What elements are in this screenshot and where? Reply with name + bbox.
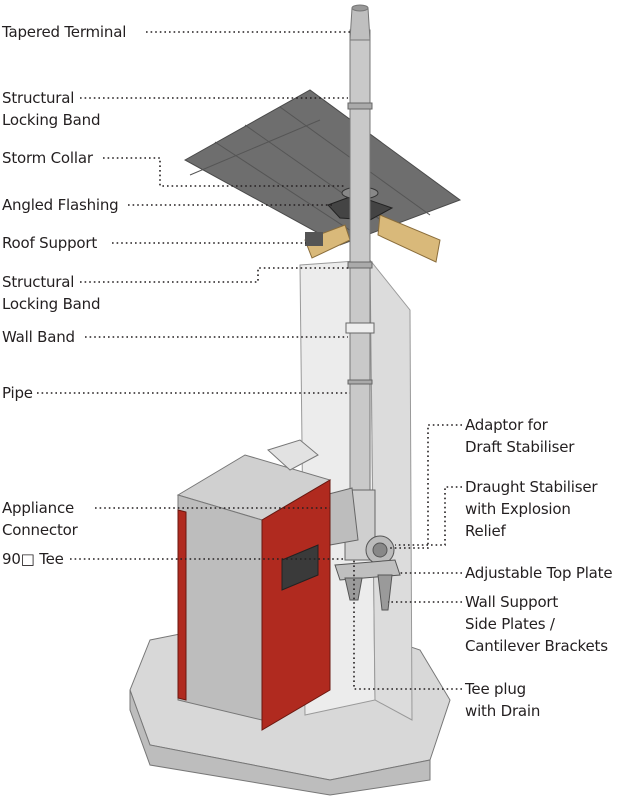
label-line: Side Plates /: [465, 615, 555, 633]
label-line: Tee plug: [465, 680, 526, 698]
label-line: Locking Band: [2, 295, 101, 313]
appliance-red-panel-left: [177, 509, 187, 701]
appliance-side: [261, 479, 331, 731]
label-storm-collar: Storm Collar: [2, 149, 93, 167]
label-90-tee: 90□ Tee: [2, 550, 64, 568]
label-tee-plug: Tee plug with Drain: [465, 678, 540, 722]
label-wall-band: Wall Band: [2, 328, 75, 346]
label-adaptor-draft-stabiliser: Adaptor for Draft Stabiliser: [465, 414, 574, 458]
appliance-door: [281, 544, 319, 591]
label-wall-support: Wall Support Side Plates / Cantilever Br…: [465, 591, 608, 657]
label-line: Structural: [2, 89, 75, 107]
roof-timber-right: [377, 214, 441, 263]
label-line: with Drain: [465, 702, 541, 720]
label-line: Appliance: [2, 499, 75, 517]
label-line: Locking Band: [2, 111, 101, 129]
label-line: Wall Support: [465, 593, 559, 611]
label-roof-support: Roof Support: [2, 234, 98, 252]
label-angled-flashing: Angled Flashing: [2, 196, 119, 214]
label-pipe: Pipe: [2, 384, 33, 402]
label-structural-locking-band-lower: Structural Locking Band: [2, 271, 100, 315]
label-adjustable-top-plate: Adjustable Top Plate: [465, 564, 613, 582]
label-appliance-connector: Appliance Connector: [2, 497, 78, 541]
wall-side: [369, 258, 413, 721]
leader-lines: [37, 31, 462, 690]
label-line: with Explosion: [465, 500, 571, 518]
roof-shingles: [183, 89, 462, 246]
roof-support-plate: [305, 232, 323, 246]
appliance-front: [177, 494, 263, 721]
tapered-terminal-shape: [349, 7, 371, 41]
label-line: Relief: [465, 522, 506, 540]
label-line: Draught Stabiliser: [465, 478, 598, 496]
label-line: Structural: [2, 273, 75, 291]
label-tapered-terminal: Tapered Terminal: [2, 23, 127, 41]
label-line: Draft Stabiliser: [465, 438, 575, 456]
label-line: Cantilever Brackets: [465, 637, 608, 655]
label-line: Connector: [2, 521, 78, 539]
floor-slab-edge: [129, 689, 431, 796]
label-line: Adaptor for: [465, 416, 548, 434]
label-structural-locking-band-top: Structural Locking Band: [2, 87, 100, 131]
label-draught-stabiliser: Draught Stabiliser with Explosion Relief: [465, 476, 598, 542]
appliance-control-box: [267, 439, 319, 471]
